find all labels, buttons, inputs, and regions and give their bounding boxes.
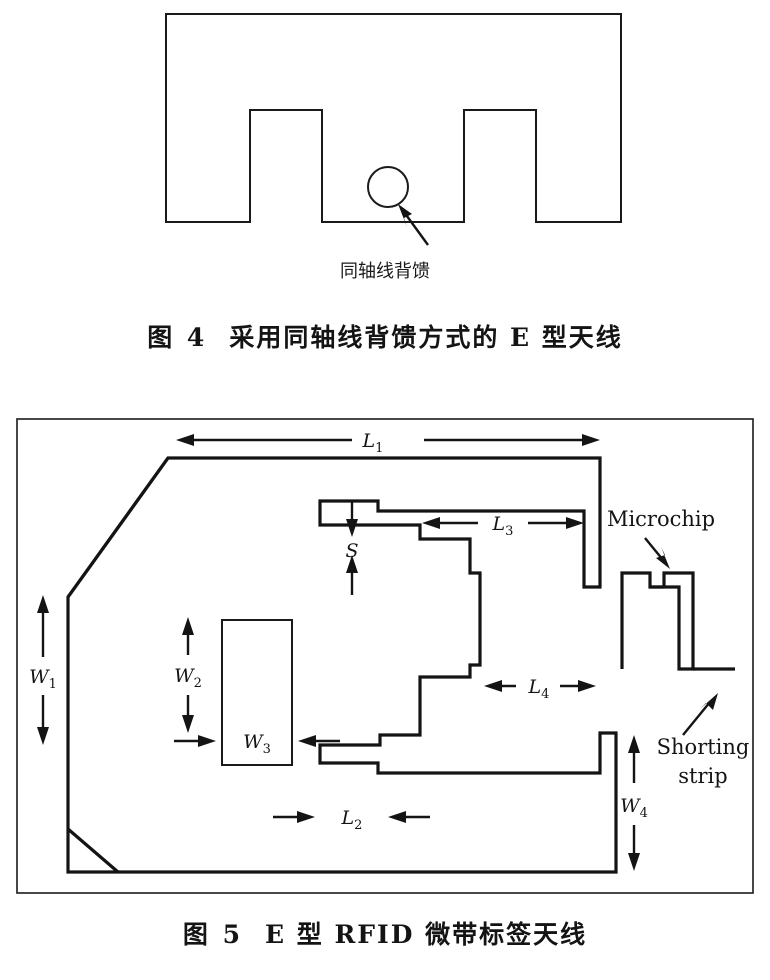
antenna-left-chamfer-top — [66, 457, 170, 598]
figure-5-diagram: L1 W1 S — [0, 405, 770, 905]
figure-5-caption: 图 5 E 型 RFID 微带标签天线 — [0, 915, 770, 951]
microchip-label: Microchip — [607, 507, 715, 531]
dimension-label-S: S — [345, 540, 358, 562]
callout-microchip: Microchip — [607, 507, 715, 569]
figure-4-caption-label: 图 4 — [147, 323, 208, 352]
callout-shorting-strip: Shorting strip — [657, 693, 750, 788]
coaxial-feed-label: 同轴线背馈 — [340, 261, 430, 282]
dimension-W1: W1 — [29, 595, 57, 745]
inner-rectangular-slot — [221, 619, 293, 766]
figure-4-caption-text: 采用同轴线背馈方式的 E 型天线 — [229, 323, 623, 352]
dimension-label-W3: W3 — [243, 731, 271, 757]
substrate-border — [16, 418, 754, 894]
dimension-label-W2: W2 — [174, 665, 202, 691]
dimension-label-L2: L2 — [341, 807, 363, 833]
figure-4-svg: 同轴线背馈 — [165, 13, 622, 282]
microchip-shorting-fingers — [620, 571, 695, 671]
dimension-L4: L4 — [484, 676, 596, 702]
dimension-L2: L2 — [273, 807, 430, 833]
dimension-label-W1: W1 — [29, 666, 57, 692]
e-patch-outline — [165, 13, 622, 223]
dimension-label-L3: L3 — [492, 513, 514, 539]
shorting-strip-label-line1: Shorting — [657, 735, 750, 759]
figure-5-caption-block: 图 5 E 型 RFID 微带标签天线 — [0, 915, 770, 975]
dimension-label-L4: L4 — [528, 676, 550, 702]
figure-5-svg: L1 W1 S — [16, 418, 754, 894]
figure-4-caption-block: 图 4 采用同轴线背馈方式的 E 型天线 — [0, 318, 770, 374]
dimension-W2: W2 — [174, 617, 202, 733]
dimension-W3: W3 — [174, 731, 340, 757]
dimension-L1: L1 — [176, 430, 600, 456]
dimension-label-L1: L1 — [362, 430, 384, 456]
dimension-L3: L3 — [422, 513, 584, 539]
coaxial-feed-point-circle — [367, 166, 409, 208]
figure-4-caption: 图 4 采用同轴线背馈方式的 E 型天线 — [0, 318, 770, 354]
figure-5-caption-text: E 型 RFID 微带标签天线 — [265, 920, 588, 949]
figure-4-diagram: 同轴线背馈 — [0, 0, 770, 300]
dimension-S: S — [345, 500, 359, 595]
coaxial-feed-leader-arrow — [398, 204, 429, 246]
shorting-strip-label-line2: strip — [678, 764, 727, 788]
antenna-left-chamfer-bottom — [66, 827, 120, 874]
dimension-W4: W4 — [620, 735, 648, 871]
antenna-main-body-outline — [66, 456, 618, 874]
figure-5-caption-label: 图 5 — [182, 920, 244, 949]
dimension-label-W4: W4 — [620, 795, 648, 821]
